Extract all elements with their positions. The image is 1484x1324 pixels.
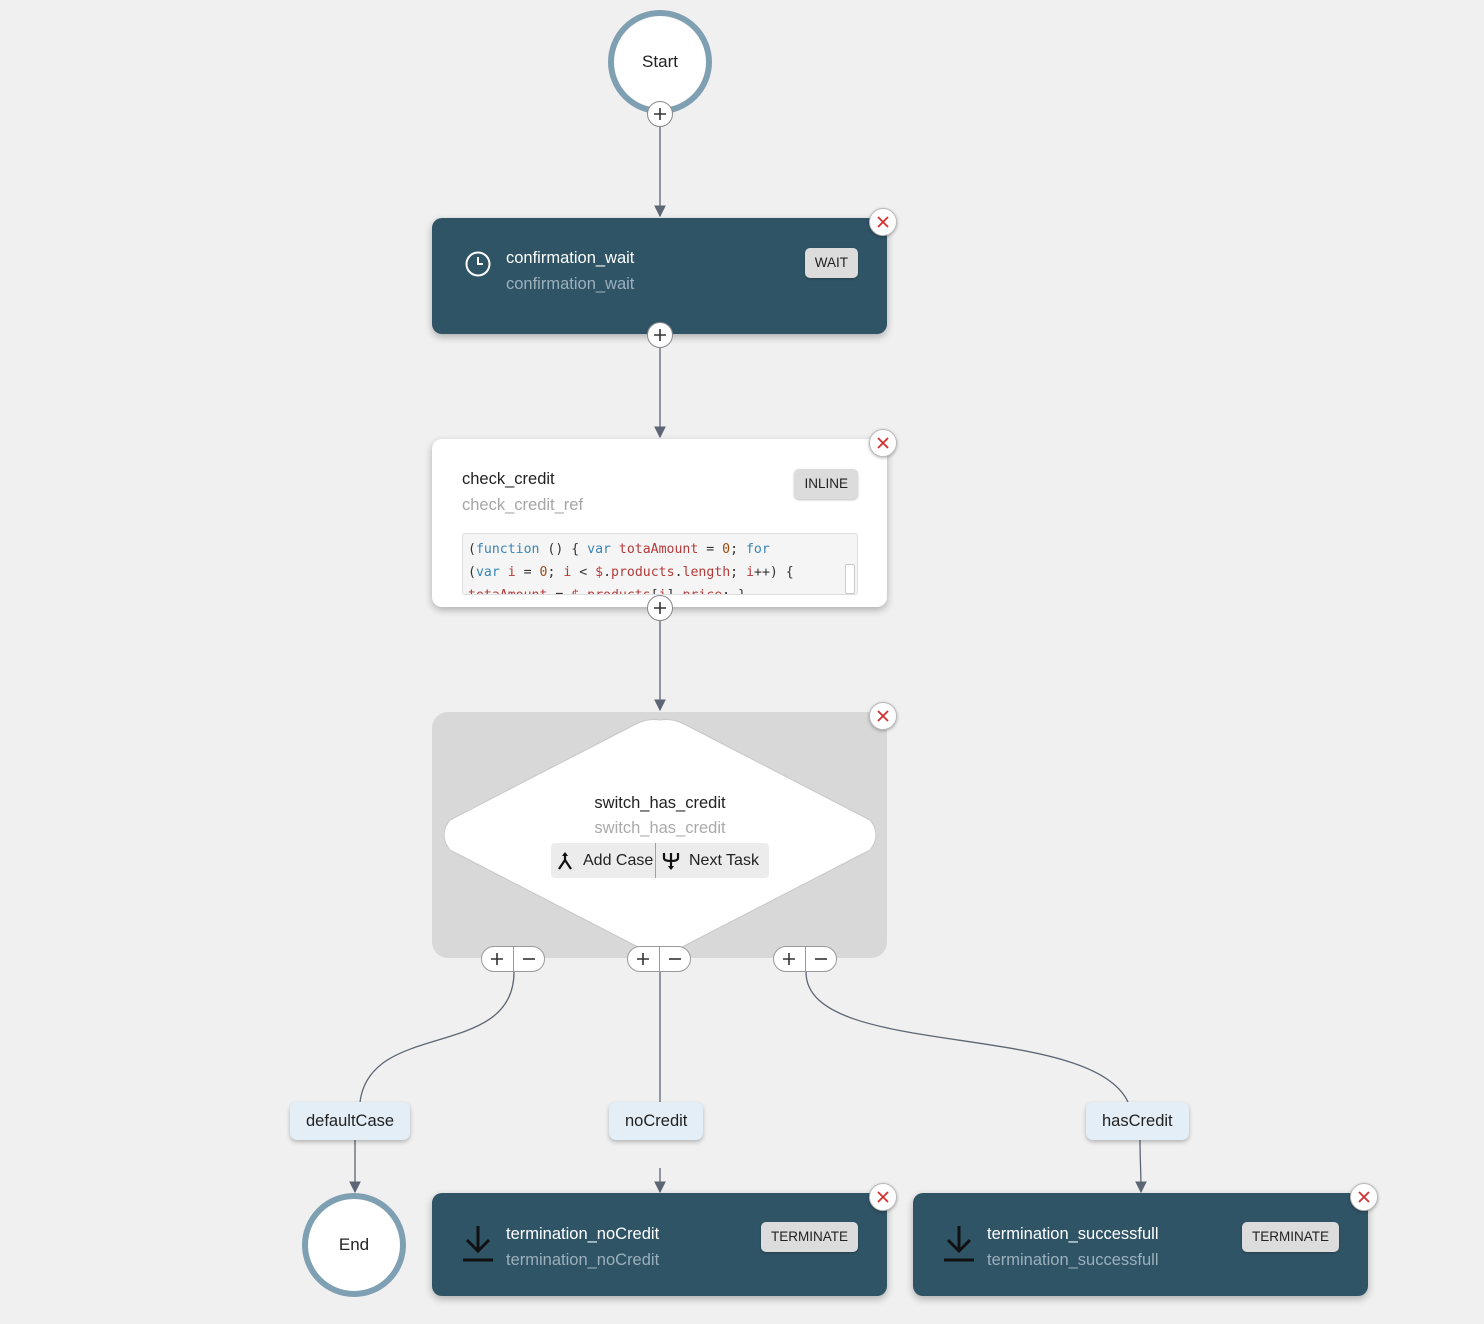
plus-icon [654,108,666,120]
inline-code-preview[interactable]: (function () { var totaAmount = 0; for (… [462,533,858,595]
start-label: Start [642,52,678,71]
delete-confirmation-wait-button[interactable] [869,208,897,236]
task-name: confirmation_wait [506,249,635,267]
end-node[interactable]: End [302,1193,406,1297]
switch-reference: switch_has_credit [594,819,726,837]
switch-name: switch_has_credit [594,794,726,812]
edge-hascredit-to-terminate [1135,1139,1147,1194]
download-arrow-icon [943,1225,975,1268]
plus-icon [491,953,504,965]
task-name: termination_noCredit [506,1225,660,1243]
code-line-2: (var i = 0; i < $.products.length; i++) … [468,565,794,580]
add-to-default-case-button[interactable] [482,947,514,971]
close-icon [877,710,889,722]
task-confirmation-wait[interactable]: confirmation_wait confirmation_wait WAIT [432,218,887,334]
fork-icon [558,851,572,870]
plus-icon [783,953,796,965]
delete-check-credit-button[interactable] [869,429,897,457]
add-task-after-wait-button[interactable] [647,322,673,348]
minus-icon [668,958,681,960]
start-node[interactable]: Start [608,10,712,114]
code-line-1: (function () { var totaAmount = 0; for [468,542,770,557]
add-case-label: Add Case [583,851,654,869]
edge-switch-to-hascredit [805,971,1129,1103]
task-reference: termination_noCredit [506,1251,660,1269]
remove-has-credit-case-button[interactable] [806,947,837,971]
close-icon [1358,1191,1370,1203]
plus-icon [654,329,666,341]
delete-termination-no-credit-button[interactable] [869,1183,897,1211]
delete-switch-button[interactable] [869,702,897,730]
end-label: End [338,1235,370,1254]
task-type-badge: TERMINATE [1242,1222,1339,1252]
add-task-after-start-button[interactable] [647,101,673,127]
close-icon [877,216,889,228]
default-case-handle [481,946,545,972]
task-termination-no-credit[interactable]: termination_noCredit termination_noCredi… [432,1193,887,1296]
minus-icon [522,958,535,960]
minus-icon [814,958,827,960]
plus-icon [654,602,666,614]
next-task-label: Next Task [689,851,759,869]
no-credit-case-handle [627,946,691,972]
add-task-after-inline-button[interactable] [647,595,673,621]
switch-actions: Add Case Next Task [551,843,769,878]
case-label-default[interactable]: defaultCase [290,1102,411,1140]
add-to-no-credit-case-button[interactable] [628,947,660,971]
task-type-badge: TERMINATE [761,1222,858,1252]
has-credit-case-handle [773,946,837,972]
task-reference: confirmation_wait [506,275,635,293]
task-termination-successfull[interactable]: termination_successfull termination_succ… [913,1193,1368,1296]
task-name: termination_successfull [987,1225,1159,1243]
code-scrollbar[interactable] [845,564,855,594]
edge-switch-to-defaultcase [359,971,515,1103]
download-arrow-icon [462,1225,494,1268]
case-label-has-credit[interactable]: hasCredit [1086,1102,1189,1140]
add-to-has-credit-case-button[interactable] [774,947,806,971]
task-check-credit[interactable]: check_credit check_credit_ref INLINE (fu… [432,439,887,607]
case-label-no-credit[interactable]: noCredit [609,1102,704,1140]
merge-icon [662,852,680,870]
plus-icon [637,953,650,965]
task-reference: termination_successfull [987,1251,1159,1269]
remove-no-credit-case-button[interactable] [660,947,691,971]
task-type-badge: WAIT [804,248,858,278]
task-type-badge: INLINE [794,469,858,499]
task-reference: check_credit_ref [462,496,584,514]
close-icon [877,1191,889,1203]
clock-icon [464,250,492,283]
code-line-3: totaAmount = $.products[i].price; } [468,584,857,594]
remove-default-case-button[interactable] [514,947,545,971]
delete-termination-successfull-button[interactable] [1350,1183,1378,1211]
next-task-button[interactable]: Next Task [656,843,759,878]
add-case-button[interactable]: Add Case [551,843,656,878]
close-icon [877,437,889,449]
task-name: check_credit [462,470,555,488]
